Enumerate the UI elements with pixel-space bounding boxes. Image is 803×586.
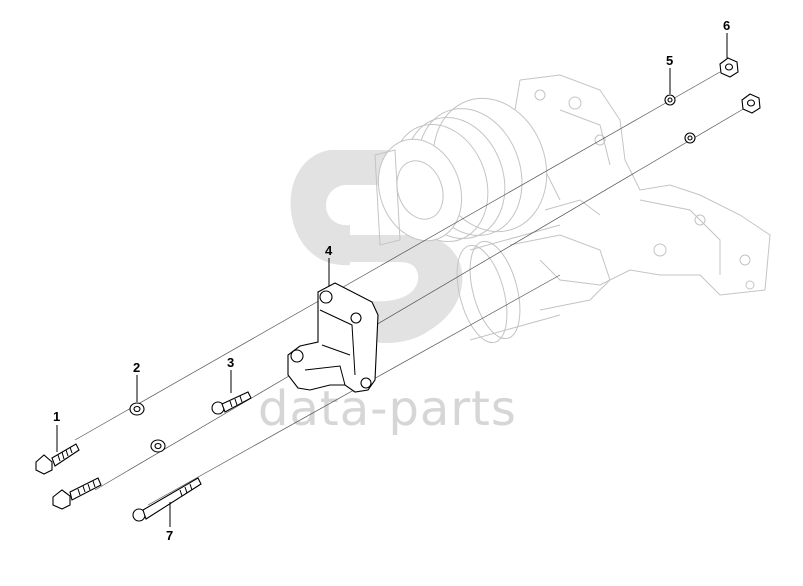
callout-1: 1	[53, 409, 60, 424]
callout-5: 5	[666, 53, 673, 68]
watermark-text: data-parts	[258, 381, 517, 437]
mounting-bracket	[287, 282, 379, 393]
callout-3: 3	[227, 355, 234, 370]
long-bolt-part-7	[132, 477, 202, 522]
washer-part-5-lower	[684, 132, 696, 144]
nut-part-6-lower	[741, 93, 761, 114]
callout-7: 7	[166, 528, 173, 543]
washer-part-2-lower	[150, 439, 166, 453]
assembly-axis-lines	[74, 71, 746, 506]
washer-part-5	[664, 94, 676, 106]
bolt-part-1-lower	[52, 477, 102, 510]
flange-bolt-part-3	[211, 391, 252, 415]
washer-part-2	[129, 402, 145, 416]
callout-labels: 1 2 3 4 5 6 7	[53, 18, 730, 543]
callout-4: 4	[325, 243, 333, 258]
leader-lines	[56, 33, 728, 527]
bolt-part-1	[35, 443, 80, 475]
nut-part-6	[719, 57, 739, 78]
background-assembly	[374, 74, 771, 344]
callout-2: 2	[133, 360, 140, 375]
callout-6: 6	[723, 18, 730, 33]
